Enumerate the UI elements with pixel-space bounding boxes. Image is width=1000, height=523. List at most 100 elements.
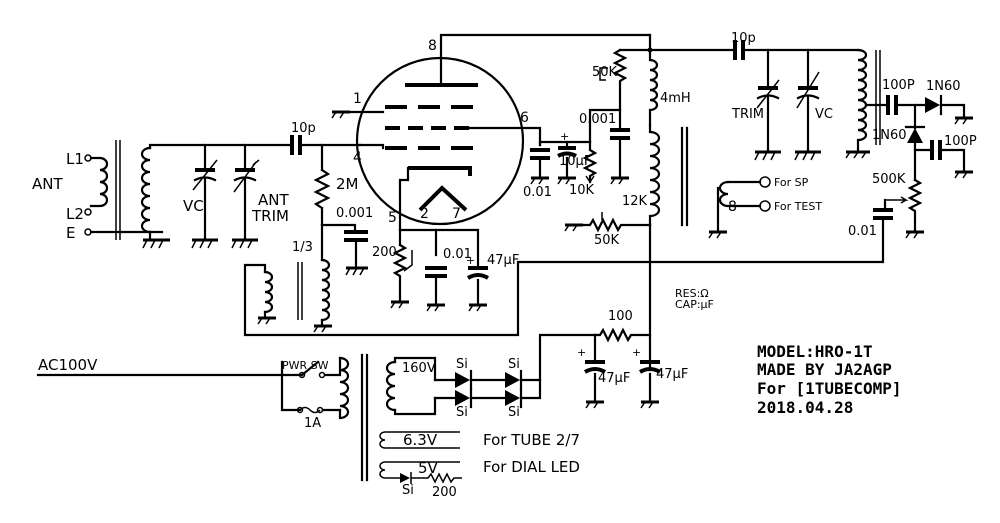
l2-label: L2 — [66, 205, 84, 223]
res-50k-top — [612, 48, 628, 112]
ground-symbol — [142, 238, 170, 249]
res-100-label: 100 — [608, 309, 633, 324]
res-200-cathode-label: 200 — [372, 245, 397, 260]
cap-100p-1-label: 100P — [882, 78, 915, 93]
ground-symbol — [390, 300, 409, 309]
l1-label: L1 — [66, 150, 84, 168]
v5-label: 5V — [418, 459, 439, 477]
ground-symbol — [468, 303, 487, 312]
diode-1n60-1 — [925, 97, 940, 113]
res-200-led-label: 200 — [432, 485, 457, 500]
ground-symbol — [557, 176, 576, 185]
output-detector-section: 10p TRIM VC — [648, 31, 977, 239]
res-50k-bottom — [578, 217, 652, 233]
antenna-primary-coil — [89, 156, 109, 208]
ground-symbol — [794, 150, 821, 161]
l2-terminal — [84, 208, 92, 216]
vacuum-tube: 8 1 6 4 5 2 7 — [331, 33, 652, 232]
cap-0001-plate-label: 0.001 — [579, 112, 616, 127]
ground-symbol — [754, 150, 781, 161]
out-8-label: 8 — [728, 199, 737, 215]
cap-info-label: CAP:μF — [675, 298, 714, 311]
diode-si-2 — [455, 390, 470, 406]
ant-trim-label-1: ANT — [258, 191, 289, 209]
feedback-line — [243, 216, 885, 337]
fuse — [299, 406, 321, 414]
for-test-label: For TEST — [774, 200, 822, 213]
cap-001-out-label: 0.01 — [848, 224, 877, 239]
ground-symbol — [331, 110, 350, 119]
model-note: MODEL:HRO-1T — [757, 342, 873, 361]
ground-symbol — [530, 176, 549, 185]
svg-text:+: + — [466, 254, 475, 267]
sp-jack — [759, 176, 771, 188]
ground-symbol — [345, 266, 368, 276]
res-12k-label: 12K — [622, 194, 648, 209]
v160-label: 160V — [402, 361, 436, 376]
plate-circuit: 0.01 + 10μF 10K 50K 0.001 — [523, 33, 822, 372]
res-200-led — [411, 472, 462, 484]
pin8-label: 8 — [428, 38, 437, 54]
res-200-cathode — [392, 243, 408, 302]
ground-symbol — [191, 238, 218, 249]
diode-si-1 — [455, 372, 470, 388]
ground-symbol — [640, 400, 659, 409]
ground-symbol — [610, 176, 629, 185]
antenna-secondary-coil — [140, 146, 152, 234]
si4-label: Si — [508, 405, 520, 420]
power-supply: RES:Ω CAP:μF AC100V PWR SW 1A 160V Si Si — [36, 287, 714, 500]
ground-symbol — [585, 400, 604, 409]
diode-si-led — [400, 473, 410, 483]
ground-symbol — [954, 116, 973, 125]
diode-si-4 — [505, 390, 520, 406]
for-sp-label: For SP — [774, 176, 809, 189]
vc-in-label: VC — [183, 197, 204, 215]
ant-trim-label-2: TRIM — [251, 207, 289, 225]
hv-secondary — [385, 360, 397, 412]
feedback-coil — [320, 258, 331, 322]
title-block: MODEL:HRO-1T MADE BY JA2AGP For [1TUBECO… — [757, 342, 902, 417]
antenna-input-section: ANT L1 L2 E VC — [32, 121, 362, 249]
tube-cathode — [408, 166, 472, 176]
cap-001-cathode-label: 0.01 — [443, 247, 472, 262]
res-500k — [907, 178, 923, 234]
res-50k-top-label: 50K — [592, 65, 618, 80]
trim-out-label: TRIM — [731, 107, 764, 122]
v63-label: 6.3V — [403, 431, 438, 449]
pin1-label: 1 — [353, 91, 362, 107]
ground-symbol — [257, 316, 276, 325]
pin2-label: 2 — [420, 206, 429, 222]
cap-47uf-cathode-label: 47μF — [487, 253, 519, 268]
detector-coil — [856, 48, 868, 154]
si-led-label: Si — [402, 483, 414, 498]
pwr-sw-label: PWR SW — [282, 359, 329, 372]
ground-symbol — [231, 238, 258, 249]
svg-text:+: + — [632, 346, 641, 359]
res-100 — [593, 327, 652, 343]
res-2m-label: 2M — [336, 175, 359, 193]
res-10k-label: 10K — [569, 183, 595, 198]
ground-symbol — [905, 230, 924, 239]
svg-text:+: + — [560, 130, 569, 143]
res-10k — [582, 140, 598, 184]
res-info-label: RES:Ω — [675, 287, 709, 300]
cap-47uf-ps1-label: 47μF — [598, 371, 630, 386]
si3-label: Si — [508, 357, 520, 372]
res-500k-label: 500K — [872, 172, 906, 187]
power-transformer-primary — [338, 356, 350, 420]
diode-1n60-1-label: 1N60 — [926, 79, 961, 94]
pin4-label: 4 — [353, 150, 362, 166]
e-label: E — [66, 224, 75, 242]
for-dial-label: For DIAL LED — [483, 458, 580, 476]
ground-symbol — [426, 303, 445, 312]
diode-si-3 — [505, 372, 520, 388]
power-switch — [300, 360, 320, 377]
ac100v-label: AC100V — [38, 356, 98, 374]
grid-circuit: 2M 0.001 1/3 — [243, 143, 885, 337]
res-2m — [313, 168, 331, 210]
output-transformer-primary — [648, 123, 661, 227]
ground-symbol — [845, 150, 870, 159]
ratio-label: 1/3 — [292, 240, 313, 255]
cap-47uf-ps2-label: 47μF — [656, 367, 688, 382]
